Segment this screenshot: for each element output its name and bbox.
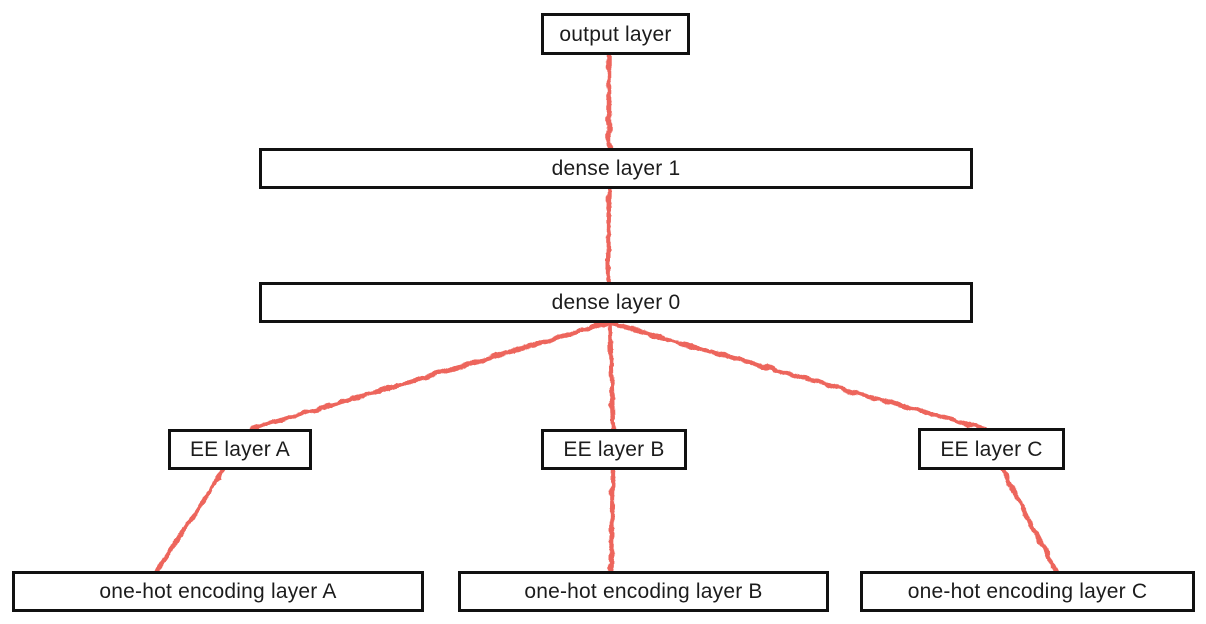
edge-ee-a-to-onehot-a [154, 466, 227, 574]
node-one-hot-encoding-layer-a: one-hot encoding layer A [12, 571, 424, 612]
node-ee-layer-b: EE layer B [541, 429, 687, 470]
edge-dense0-to-ee-b [607, 320, 616, 432]
edge-dense0-to-ee-c [607, 320, 988, 432]
node-dense-layer-1: dense layer 1 [259, 148, 973, 189]
edge-group [154, 52, 1059, 574]
edge-ee-b-to-onehot-b [608, 466, 616, 574]
node-output-layer: output layer [541, 13, 690, 55]
edge-dense0-to-dense1 [605, 187, 612, 285]
node-one-hot-encoding-layer-c: one-hot encoding layer C [860, 571, 1195, 612]
node-ee-layer-c: EE layer C [918, 428, 1065, 470]
node-one-hot-encoding-layer-b: one-hot encoding layer B [458, 571, 829, 612]
edge-ee-c-to-onehot-c [999, 466, 1059, 574]
edge-dense0-to-ee-a [248, 320, 610, 432]
node-dense-layer-0: dense layer 0 [259, 282, 973, 323]
node-ee-layer-a: EE layer A [168, 429, 312, 470]
